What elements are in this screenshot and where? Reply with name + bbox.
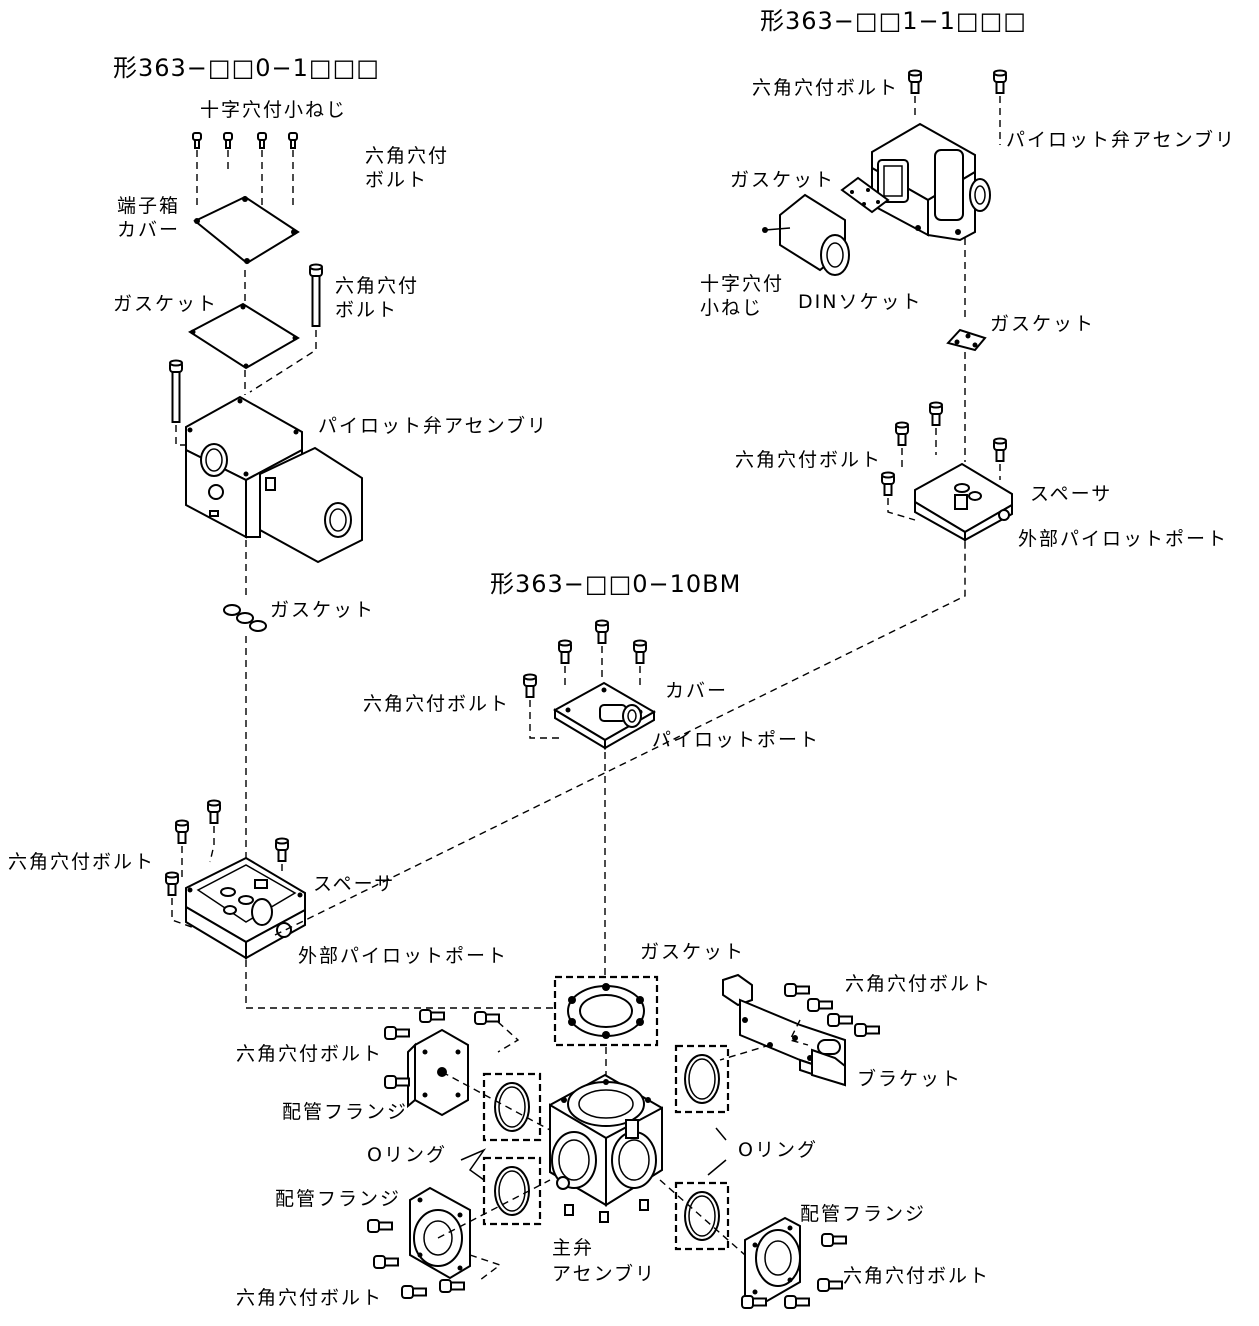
label-hex-bolt-bracket: 六角穴付ボルト: [845, 973, 992, 995]
label-ext-pilot-right: 外部パイロットポート: [1018, 528, 1228, 550]
model-bm-title: 形363−□□0−10BM: [490, 570, 741, 598]
label-ext-pilot-left: 外部パイロットポート: [298, 945, 508, 967]
flange-ll-bolt-3: [401, 1285, 427, 1299]
bracket: [722, 973, 846, 1087]
flange-r-bolt-1: [821, 1233, 847, 1247]
oring-lr: [684, 1191, 720, 1241]
oring-box-ll: [482, 1156, 542, 1226]
flange-ul-bolt-4: [384, 1075, 410, 1089]
label-oring-left: Oリング: [367, 1144, 447, 1166]
label-hex-bolt-flange-r: 六角穴付ボルト: [843, 1265, 990, 1287]
pipe-flange-ll: [409, 1186, 471, 1280]
label-main-valve-1: 主弁: [552, 1237, 594, 1259]
main-valve-assembly: [549, 1073, 663, 1223]
main-gasket-box: [553, 975, 659, 1047]
label-pipe-flange-ll: 配管フランジ: [275, 1188, 401, 1210]
flange-ul-bolt-1: [384, 1026, 410, 1040]
flange-ll-bolt-1: [367, 1219, 393, 1233]
label-hex-bolt-cover: 六角穴付ボルト: [363, 693, 510, 715]
model-standard-title: 形363−□□0−1□□□: [113, 54, 380, 82]
pipe-flange-ul: [407, 1028, 469, 1117]
terminal-box-cover: [193, 195, 300, 265]
left-long-bolt-right: [309, 263, 323, 327]
oring-box-lr: [674, 1181, 730, 1251]
flange-r-bolt-4: [784, 1295, 810, 1309]
model-din-title: 形363−□□1−1□□□: [760, 7, 1027, 35]
left-long-bolt-left: [169, 359, 183, 423]
left-spacer: [185, 856, 306, 960]
pilot-line-left-to-right: [274, 540, 966, 936]
label-hex-bolt-flange-ul: 六角穴付ボルト: [236, 1043, 383, 1065]
label-terminal-box-1: 端子箱: [117, 195, 180, 217]
flange-ul-bolt-3: [474, 1011, 500, 1025]
bm-cover: [552, 681, 657, 750]
label-gasket-main: ガスケット: [640, 941, 745, 963]
bracket-bolt-1: [784, 983, 810, 997]
bracket-bolt-2: [807, 998, 833, 1012]
left-pilot-valve-assembly: [185, 395, 363, 564]
din-gasket: [840, 176, 890, 214]
left-gasket-plate: [188, 302, 300, 370]
label-oring-right: Oリング: [738, 1139, 818, 1161]
label-pipe-flange-ul: 配管フランジ: [282, 1101, 408, 1123]
label-gasket-left-top: ガスケット: [113, 293, 218, 315]
right-small-gasket: [946, 328, 987, 352]
flange-ll-bolt-4: [439, 1279, 465, 1293]
left-cross-screws: [192, 132, 298, 232]
label-din-socket: DINソケット: [798, 291, 922, 313]
label-hex-bolt-din: 六角穴付ボルト: [752, 77, 899, 99]
oring-ul: [494, 1082, 530, 1132]
din-bolt-right: [993, 69, 1007, 94]
label-hex-bolt-flange-ll: 六角穴付ボルト: [236, 1287, 383, 1309]
label-hex-bolt-spacer-right: 六角穴付ボルト: [735, 449, 882, 471]
label-spacer-left: スペーサ: [313, 873, 395, 895]
flange-r-bolt-2: [817, 1278, 843, 1292]
oring-ll: [494, 1166, 530, 1216]
din-socket: [762, 193, 850, 276]
flange-r-bolt-3: [741, 1295, 767, 1309]
label-hex-bolt-long-2: ボルト: [335, 299, 398, 321]
bracket-bolt-3: [827, 1013, 853, 1027]
label-pipe-flange-r: 配管フランジ: [800, 1203, 926, 1225]
label-hex-bolt-long-1: 六角穴付: [335, 275, 419, 297]
flange-ll-bolt-2: [373, 1255, 399, 1269]
main-gasket: [567, 983, 645, 1039]
label-cover: カバー: [665, 680, 728, 702]
label-pilot-valve-left: パイロット弁アセンブリ: [318, 414, 548, 437]
din-bolt-left: [908, 69, 922, 94]
label-cross-screw-top: 十字穴付小ねじ: [200, 99, 347, 121]
left-spacer-bolts: [165, 799, 289, 931]
right-pilot-valve-assembly: [871, 122, 991, 242]
label-cross-screw-din-2: 小ねじ: [700, 297, 763, 319]
oring-ur: [684, 1054, 720, 1104]
label-cross-screw-din-1: 十字穴付: [700, 273, 784, 295]
label-bracket: ブラケット: [857, 1067, 962, 1090]
left-small-gasket: [223, 604, 267, 632]
flange-ul-bolt-2: [419, 1009, 445, 1023]
label-hex-bolt-top-2: ボルト: [365, 169, 428, 191]
label-gasket-right-small: ガスケット: [990, 313, 1095, 335]
bm-cover-bolts: [523, 619, 647, 739]
label-hex-bolt-spacer-left: 六角穴付ボルト: [8, 851, 155, 873]
label-pilot-valve-right: パイロット弁アセンブリ: [1006, 128, 1236, 151]
oring-box-ul: [482, 1072, 542, 1142]
label-gasket-left-small: ガスケット: [270, 599, 375, 621]
label-spacer-right: スペーサ: [1030, 483, 1112, 505]
bracket-bolt-4: [854, 1023, 880, 1037]
label-gasket-din: ガスケット: [730, 169, 835, 191]
right-spacer-bolts: [881, 401, 1007, 521]
pipe-flange-r: [744, 1216, 801, 1307]
oring-box-ur: [674, 1044, 730, 1114]
label-hex-bolt-top-1: 六角穴付: [365, 145, 449, 167]
label-terminal-box-2: カバー: [117, 219, 180, 241]
right-spacer: [914, 462, 1013, 542]
label-main-valve-2: アセンブリ: [552, 1262, 656, 1285]
label-pilot-port: パイロットポート: [652, 729, 820, 751]
